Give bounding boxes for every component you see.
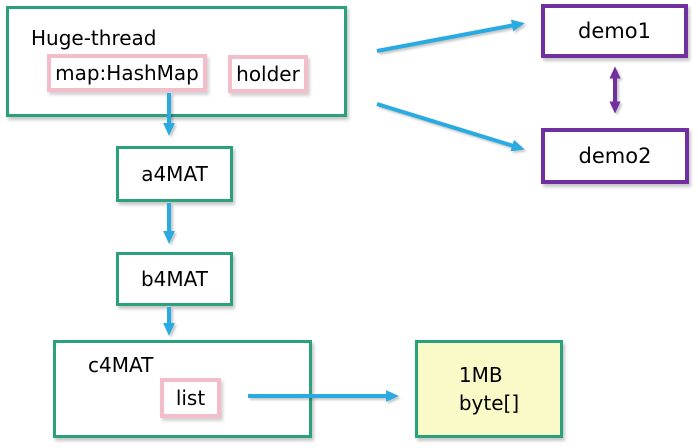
edge-hugethread-to-demo1-arrow (376, 19, 525, 53)
huge-thread-label: Huge-thread (31, 26, 157, 50)
node-b4mat: b4MAT (116, 252, 233, 306)
c4mat-label: c4MAT (88, 353, 154, 377)
node-byte-buffer: 1MB byte[] (415, 340, 563, 438)
field-holder: holder (228, 55, 308, 93)
byte-buffer-type: byte[] (458, 391, 520, 415)
field-map-hashmap: map:HashMap (47, 54, 207, 92)
node-huge-thread: Huge-thread map:HashMap holder (6, 6, 347, 117)
byte-buffer-size: 1MB (458, 363, 503, 387)
byte-buffer-label: 1MB byte[] (459, 361, 519, 417)
edge-hugethread-to-demo2-arrow (376, 102, 525, 152)
node-c4mat: c4MAT list (53, 340, 312, 438)
node-demo2: demo2 (541, 128, 689, 184)
field-list: list (160, 378, 221, 418)
node-a4mat: a4MAT (116, 146, 233, 202)
node-demo1: demo1 (541, 4, 688, 58)
